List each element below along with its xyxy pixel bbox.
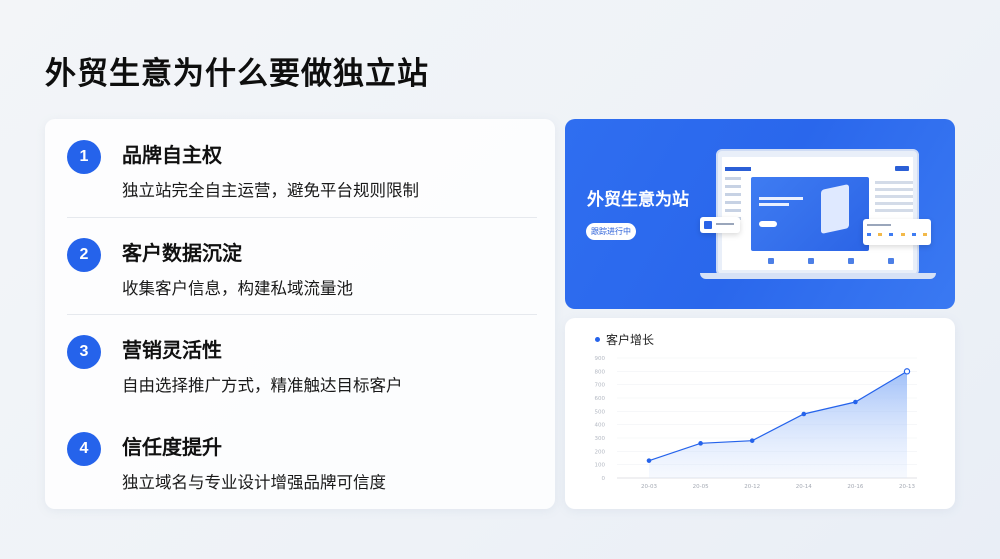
reason-description: 自由选择推广方式，精准触达目标客户 <box>122 376 403 395</box>
reason-title: 品牌自主权 <box>122 143 222 167</box>
promo-button[interactable]: 跟踪进行中 <box>586 223 636 240</box>
laptop-base <box>700 273 936 279</box>
mockup-logo-icon <box>725 167 751 171</box>
laptop-screen-frame <box>716 149 919 276</box>
mockup-right-panel <box>873 177 915 221</box>
mockup-nav-button <box>895 166 909 171</box>
floating-card-right <box>863 219 931 245</box>
number-badge: 3 <box>67 335 101 369</box>
legend-dot-icon <box>595 337 600 342</box>
svg-text:500: 500 <box>595 409 606 415</box>
promo-banner: 外贸生意为站 跟踪进行中 <box>565 119 955 309</box>
reason-description: 独立域名与专业设计增强品牌可信度 <box>122 473 386 492</box>
svg-text:200: 200 <box>595 449 606 455</box>
svg-text:400: 400 <box>595 423 606 429</box>
chart-title: 客户增长 <box>595 331 654 348</box>
mockup-feature-icons <box>751 255 911 273</box>
app-icon <box>704 221 712 229</box>
svg-text:800: 800 <box>595 369 606 375</box>
laptop-illustration <box>700 149 936 281</box>
floating-card-left <box>700 217 740 233</box>
divider <box>67 314 537 315</box>
reasons-card: 1 品牌自主权 独立站完全自主运营，避免平台规则限制 2 客户数据沉淀 收集客户… <box>45 119 555 509</box>
reason-title: 营销灵活性 <box>122 338 222 362</box>
svg-text:20-12: 20-12 <box>744 484 760 490</box>
svg-text:20-03: 20-03 <box>641 484 657 490</box>
reason-item-2: 2 客户数据沉淀 收集客户信息，构建私域流量池 <box>67 217 537 315</box>
line-chart: 0 100 200 300 400 500 600 700 800 900 20-03 20-05 20… <box>595 356 917 490</box>
reason-item-1: 1 品牌自主权 独立站完全自主运营，避免平台规则限制 <box>67 119 537 217</box>
svg-text:20-05: 20-05 <box>693 484 709 490</box>
svg-text:100: 100 <box>595 463 606 469</box>
svg-text:300: 300 <box>595 436 606 442</box>
website-mockup <box>722 157 913 270</box>
svg-text:0: 0 <box>602 476 606 482</box>
reason-item-3: 3 营销灵活性 自由选择推广方式，精准触达目标客户 <box>67 314 537 412</box>
svg-text:700: 700 <box>595 383 606 389</box>
promo-title: 外贸生意为站 <box>587 190 689 210</box>
number-badge: 1 <box>67 140 101 174</box>
number-badge: 2 <box>67 238 101 272</box>
number-badge: 4 <box>67 432 101 466</box>
svg-text:20-13: 20-13 <box>899 484 915 490</box>
customer-growth-chart-card: 客户增长 0 100 200 300 400 500 600 700 800 900 20-03 20… <box>565 318 955 509</box>
svg-text:600: 600 <box>595 396 606 402</box>
reason-description: 收集客户信息，构建私域流量池 <box>122 279 353 298</box>
svg-text:20-16: 20-16 <box>847 484 863 490</box>
phone-icon <box>821 184 849 234</box>
svg-text:900: 900 <box>595 356 606 362</box>
divider <box>67 217 537 218</box>
svg-text:20-14: 20-14 <box>796 484 812 490</box>
chart-title-text: 客户增长 <box>606 333 655 347</box>
reason-item-4: 4 信任度提升 独立域名与专业设计增强品牌可信度 <box>67 411 537 509</box>
reason-title: 信任度提升 <box>122 435 222 459</box>
reason-title: 客户数据沉淀 <box>122 241 242 265</box>
reason-description: 独立站完全自主运营，避免平台规则限制 <box>122 181 419 200</box>
page-title: 外贸生意为什么要做独立站 <box>45 56 429 92</box>
mockup-hero <box>751 177 869 251</box>
